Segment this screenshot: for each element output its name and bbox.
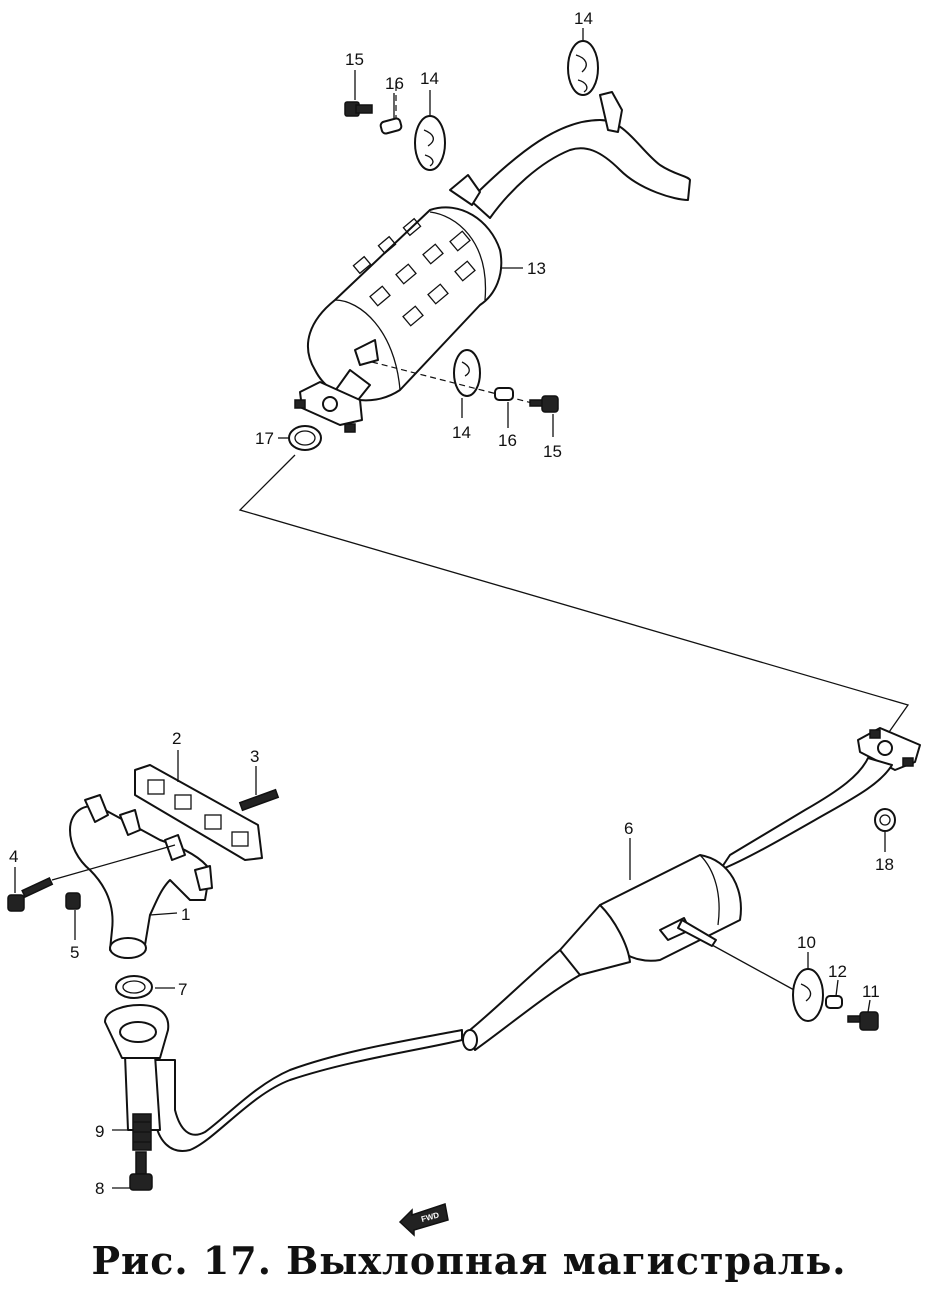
- axis-line-front: [711, 944, 806, 997]
- connection-line: [238, 454, 910, 746]
- bolt-4: [7, 876, 54, 912]
- label-9: 9: [95, 1122, 104, 1141]
- bolt-15-right: [529, 395, 559, 413]
- rear-muffler: [306, 174, 503, 402]
- nut-5: [65, 892, 81, 910]
- label-14-mid: 14: [420, 69, 439, 88]
- label-8: 8: [95, 1179, 104, 1198]
- hanger-14-top: [567, 40, 599, 96]
- label-13: 13: [527, 259, 546, 278]
- gasket-17: [288, 425, 322, 451]
- front-pipe-down-section: [104, 1004, 170, 1131]
- rear-inlet-flange: [294, 369, 371, 433]
- label-16-bottom: 16: [498, 431, 517, 450]
- catalytic-converter: [559, 854, 742, 976]
- label-14-bottom: 14: [452, 423, 471, 442]
- rear-muffler-tailpipe: [469, 91, 691, 219]
- label-2: 2: [172, 729, 181, 748]
- front-pipe-flange: [857, 727, 921, 771]
- front-pipe-middle-section: [154, 949, 581, 1152]
- nut-18: [874, 808, 896, 832]
- stud-3: [238, 788, 280, 812]
- bolt-8: [129, 1151, 153, 1191]
- label-12: 12: [828, 962, 847, 981]
- exhaust-manifold: [69, 794, 213, 959]
- hanger-10: [792, 968, 824, 1022]
- label-1: 1: [181, 905, 190, 924]
- gasket-7: [115, 975, 153, 999]
- label-3: 3: [250, 747, 259, 766]
- label-5: 5: [70, 943, 79, 962]
- spring-9: [132, 1113, 152, 1151]
- bushing-16-right: [494, 387, 514, 401]
- front-pipe-rear-section: [719, 757, 893, 871]
- bushing-16-left: [379, 117, 403, 135]
- label-15-top: 15: [345, 50, 364, 69]
- figure-caption: Рис. 17. Выхлопная магистраль.: [91, 1238, 847, 1283]
- manifold-gasket-2: [134, 764, 263, 861]
- label-4: 4: [9, 847, 18, 866]
- label-11: 11: [862, 982, 880, 1001]
- bolt-15-left: [344, 101, 373, 117]
- label-6: 6: [624, 819, 633, 838]
- hanger-14-left: [414, 115, 446, 171]
- label-10: 10: [797, 933, 816, 952]
- label-16-top: 16: [385, 74, 404, 93]
- label-15-bottom: 15: [543, 442, 562, 461]
- bolt-11: [847, 1011, 879, 1031]
- label-18: 18: [875, 855, 894, 874]
- bushing-12: [825, 995, 843, 1009]
- label-7: 7: [178, 980, 187, 999]
- hanger-14-right: [453, 349, 481, 397]
- label-14-top: 14: [574, 9, 593, 28]
- label-17: 17: [255, 429, 274, 448]
- axis-line-manifold: [51, 844, 176, 881]
- leader-lines: [14, 28, 886, 1189]
- fwd-arrow-icon: FWD: [398, 1203, 449, 1237]
